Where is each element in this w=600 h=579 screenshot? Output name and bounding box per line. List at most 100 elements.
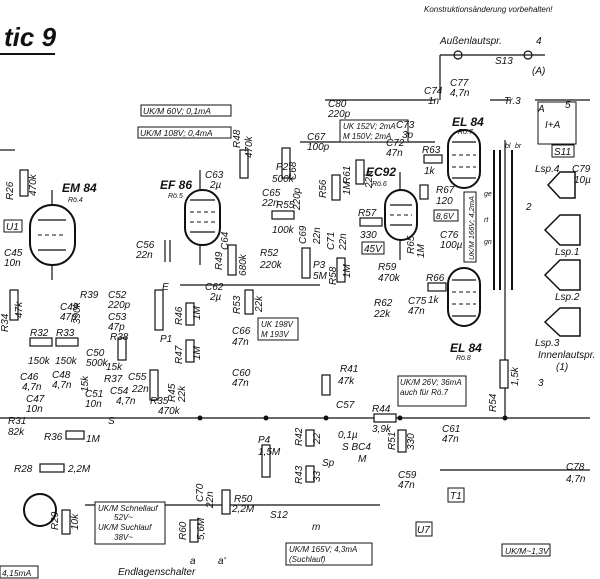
svg-text:Sp: Sp bbox=[322, 458, 335, 469]
r32-resistor bbox=[29, 337, 53, 347]
bottom-right-note bbox=[501, 543, 551, 557]
svg-text:C72: C72 bbox=[386, 138, 405, 149]
svg-text:R50: R50 bbox=[234, 494, 253, 505]
tube-ec92 bbox=[384, 172, 418, 260]
svg-text:R56: R56 bbox=[318, 179, 329, 198]
r51-resistor bbox=[397, 429, 407, 453]
construction-notice: Konstruktionsänderung vorbehalten! bbox=[424, 5, 553, 14]
out-a: a bbox=[190, 556, 196, 567]
r52-value: 220k bbox=[259, 260, 283, 271]
svg-text:R39: R39 bbox=[80, 290, 99, 301]
ef86-name: EF 86 bbox=[160, 178, 192, 192]
r34-resistor bbox=[9, 289, 19, 321]
bottom-left-note bbox=[0, 565, 39, 579]
p1-pot bbox=[154, 289, 164, 331]
tube-em84 bbox=[29, 190, 76, 280]
r48-resistor bbox=[239, 149, 249, 179]
svg-text:E: E bbox=[162, 282, 169, 293]
p2-value: 500k bbox=[272, 174, 295, 185]
u7-box bbox=[415, 521, 433, 537]
r47-resistor bbox=[185, 339, 195, 363]
r36-value: 1M bbox=[86, 434, 101, 445]
p4-label: P4 bbox=[258, 435, 271, 446]
c80-value: 220p bbox=[327, 109, 351, 120]
el84-lower-name: EL 84 bbox=[450, 341, 482, 355]
r57-value: 330 bbox=[360, 230, 377, 241]
c76-value: 100µ bbox=[440, 240, 463, 251]
c54-value: 4,7n bbox=[116, 396, 136, 407]
svg-text:R54: R54 bbox=[488, 393, 499, 412]
u1-box bbox=[3, 219, 23, 233]
svg-text:ge: ge bbox=[484, 191, 492, 198]
endlagen-label: Endlagenschalter bbox=[118, 567, 196, 578]
el84-lower-ref: Rö.8 bbox=[456, 355, 471, 362]
r67-resistor bbox=[419, 184, 429, 200]
r67-value: 120 bbox=[436, 196, 453, 207]
c61-value: 47n bbox=[442, 434, 459, 445]
ec92-ref: Rö.6 bbox=[372, 181, 387, 188]
r36-resistor bbox=[65, 430, 85, 440]
c67-value: 100p bbox=[307, 142, 330, 153]
r43-value: 33 bbox=[312, 470, 323, 482]
r60-resistor bbox=[189, 519, 199, 543]
svg-text:A: A bbox=[537, 104, 545, 115]
svg-text:R37: R37 bbox=[104, 374, 123, 385]
svg-text:C56: C56 bbox=[136, 240, 155, 251]
r63-resistor bbox=[423, 154, 443, 164]
c56-value: 22n bbox=[135, 250, 153, 261]
r57-resistor bbox=[359, 217, 383, 227]
suchlauf-note bbox=[285, 542, 373, 566]
r28-value: 2,2M bbox=[67, 464, 91, 475]
svg-text:R55: R55 bbox=[276, 200, 295, 211]
svg-text:UK 152V; 2mA: UK 152V; 2mA bbox=[343, 122, 396, 131]
svg-text:C59: C59 bbox=[398, 470, 417, 481]
s12-label: S12 bbox=[270, 510, 288, 521]
speaker-lsp3 bbox=[543, 307, 581, 337]
svg-text:C54: C54 bbox=[110, 386, 129, 397]
svg-text:I+A: I+A bbox=[545, 120, 561, 131]
r44-value: 3,9k bbox=[372, 424, 392, 435]
r53-value: 22k bbox=[254, 295, 265, 313]
r55-resistor bbox=[271, 210, 295, 220]
svg-text:R32: R32 bbox=[30, 328, 49, 339]
c51-value: 10n bbox=[85, 399, 102, 410]
svg-text:R66: R66 bbox=[426, 273, 445, 284]
r38-resistor bbox=[117, 337, 127, 361]
svg-text:C74: C74 bbox=[424, 86, 443, 97]
svg-text:C71: C71 bbox=[326, 232, 337, 250]
p1-label: P1 bbox=[160, 334, 172, 345]
innen-num: (1) bbox=[556, 362, 568, 373]
p3-pot bbox=[301, 247, 311, 279]
ec92-note bbox=[339, 119, 409, 143]
c45-value: 10n bbox=[4, 258, 21, 269]
t1-label: T1 bbox=[450, 491, 462, 502]
r35-value: 470k bbox=[158, 406, 181, 417]
r46-value: 1M bbox=[192, 305, 203, 320]
ef86-ref: Rö.5 bbox=[168, 193, 183, 200]
svg-text:C50: C50 bbox=[86, 348, 105, 359]
svg-text:R28: R28 bbox=[14, 464, 33, 475]
svg-text:C65: C65 bbox=[262, 188, 281, 199]
svg-text:C60: C60 bbox=[232, 368, 251, 379]
c71-value: 22n bbox=[338, 233, 349, 251]
r42-value: 22 bbox=[312, 432, 323, 445]
output-transformer: ge rt gn bl br bbox=[484, 143, 522, 290]
svg-text:bl: bl bbox=[505, 143, 511, 150]
r33-value: 150k bbox=[55, 356, 78, 367]
r61-resistor bbox=[355, 159, 365, 185]
r59-value: 470k bbox=[378, 273, 401, 284]
c72-value: 47n bbox=[386, 148, 403, 159]
r41-value: 47k bbox=[338, 376, 355, 387]
svg-text:R58: R58 bbox=[328, 266, 339, 285]
svg-text:C79: C79 bbox=[572, 164, 591, 175]
svg-text:R60: R60 bbox=[178, 521, 189, 540]
r53-resistor bbox=[244, 289, 254, 315]
svg-text:C77: C77 bbox=[450, 78, 469, 89]
lsp3-label: Lsp.3 bbox=[535, 338, 560, 349]
svg-text:R46: R46 bbox=[174, 306, 185, 325]
svg-text:3: 3 bbox=[538, 378, 544, 389]
svg-text:R34: R34 bbox=[0, 313, 11, 332]
svg-text:C62: C62 bbox=[205, 282, 224, 293]
out-m: m bbox=[312, 522, 320, 533]
r56-value: 1M bbox=[342, 180, 353, 195]
